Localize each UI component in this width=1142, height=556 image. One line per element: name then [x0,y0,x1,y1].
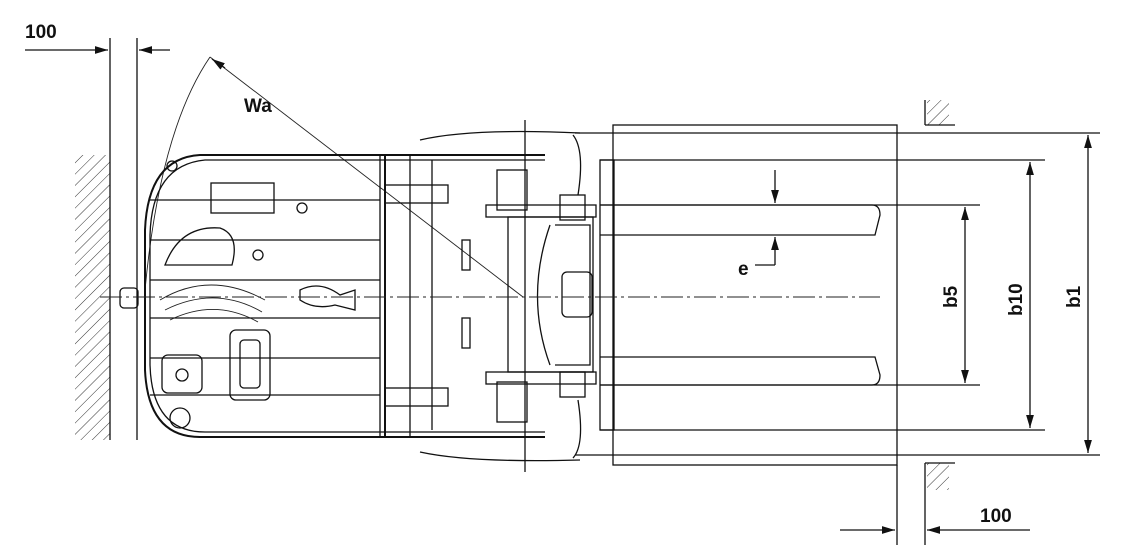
dimension-100-bottom-right: 100 [840,506,1030,534]
fork-lower [600,356,980,386]
fork-upper [600,204,980,236]
dim-label-100-bottom: 100 [980,506,1012,527]
dim-label-e: e [738,259,749,280]
truck-chassis [119,154,545,438]
fork-carriage [419,120,597,472]
dimension-b1: b1 [1064,135,1092,453]
turning-radius-wa: Wa [144,56,524,298]
dimension-b10: b10 [1006,162,1034,428]
left-wall-hatch [75,38,138,440]
dimension-e: e [738,170,779,280]
dim-label-b1: b1 [1064,285,1085,308]
dim-label-b10: b10 [1006,283,1027,316]
dim-label-b5: b5 [941,285,962,308]
right-wall-hatch [896,100,955,545]
dimension-100-top-left: 100 [25,22,170,54]
dim-label-wa: Wa [244,96,272,117]
load-pallet [575,124,1100,466]
dim-label-100-top: 100 [25,22,57,43]
dimension-b5: b5 [941,207,969,383]
